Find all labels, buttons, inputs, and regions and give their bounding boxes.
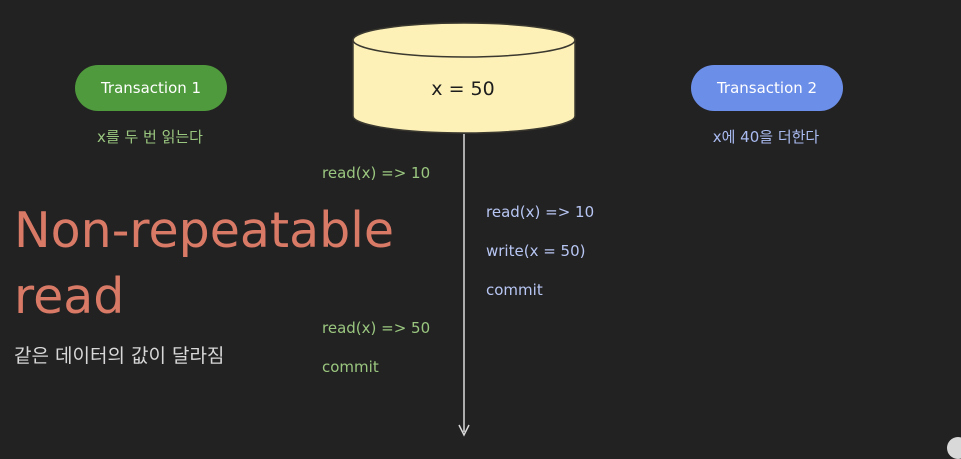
t2-op-commit: commit bbox=[486, 281, 543, 299]
t2-op-read: read(x) => 10 bbox=[486, 203, 595, 221]
transaction-1-badge: Transaction 1 bbox=[75, 65, 227, 111]
t1-op-commit: commit bbox=[322, 358, 379, 376]
timeline-arrow bbox=[458, 134, 470, 437]
t1-op-read-2: read(x) => 50 bbox=[322, 319, 431, 337]
transaction-2-description: x에 40을 더한다 bbox=[712, 128, 820, 146]
transaction-2-badge: Transaction 2 bbox=[691, 65, 843, 111]
anomaly-title: Non-repeatable read bbox=[14, 202, 394, 325]
database-cylinder bbox=[352, 22, 576, 134]
transaction-1-description: x를 두 번 읽는다 bbox=[97, 128, 203, 146]
corner-control-icon bbox=[947, 437, 961, 459]
t1-op-read-1: read(x) => 10 bbox=[322, 164, 431, 182]
anomaly-caption: 같은 데이터의 값이 달라짐 bbox=[14, 345, 225, 367]
t2-op-write: write(x = 50) bbox=[486, 242, 586, 260]
database-value: x = 50 bbox=[431, 78, 495, 100]
